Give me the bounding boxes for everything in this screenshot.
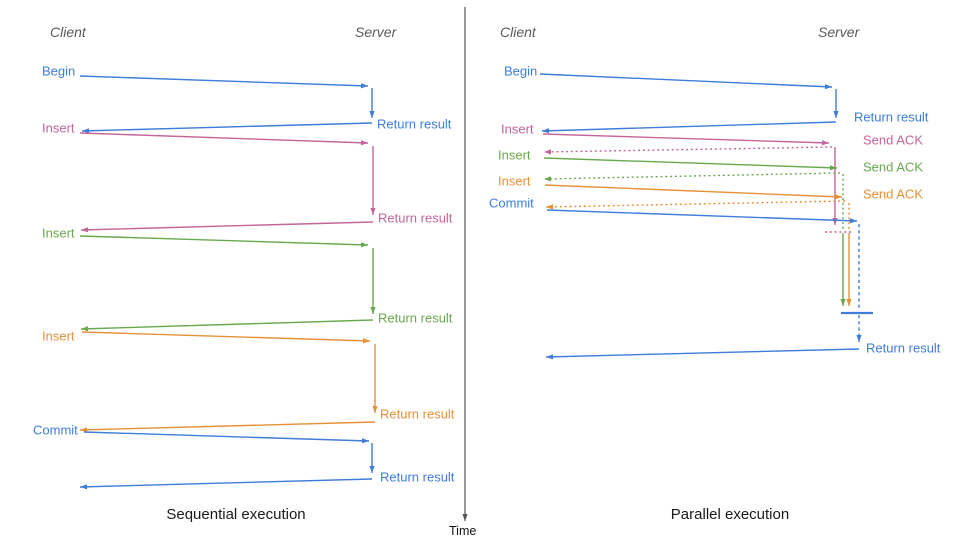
insert-3-label: Insert [42,329,75,344]
time-axis-line-arrowhead [462,514,468,521]
actor-server-label: Server [355,24,398,40]
begin-request-line [79,75,369,87]
commit-label: Commit [489,196,534,211]
begin-return-line-arrowhead [542,128,550,134]
insert1-request-line [542,133,830,144]
insert2-request-line [79,235,369,246]
insert2-ack-line-arrowhead [544,176,552,182]
commit-return-line [79,478,373,488]
insert3-ack-line-arrowhead [546,204,554,210]
begin-return-line [81,122,373,132]
insert-2-label: Insert [42,226,75,241]
panel-time-axis [462,7,468,521]
time-axis-label: Time [449,524,477,538]
return-result-1-label: Return result [854,110,929,125]
return-result-2-label: Return result [378,211,453,226]
commit-request-line [83,431,370,442]
actor-client-label: Client [500,24,537,40]
return-result-5-label: Return result [380,470,455,485]
insert2-return-line [80,319,374,330]
insert3-return-line-arrowhead [80,427,88,433]
insert1-request-line [79,132,369,144]
return-result-3-label: Return result [378,311,453,326]
insert1-process-line-arrowhead [370,208,376,215]
insert-1-label: Insert [42,121,75,136]
insert1-request-line-arrowhead [360,140,368,146]
insert1-return-line-arrowhead [81,227,89,233]
insert2-ack-line [543,172,841,180]
return-result-4-label: Return result [380,407,455,422]
insert3-request-line [544,184,843,198]
insert-1-label: Insert [501,122,534,137]
insert2-return-line-arrowhead [81,326,89,332]
commit-return-line-arrowhead [80,484,88,490]
begin-return-line [541,121,837,132]
insert1-request-line-arrowhead [821,140,829,146]
commit-process-line-arrowhead [856,335,862,342]
insert3-request-line-arrowhead [362,338,370,344]
return-result-2-label: Return result [866,341,941,356]
insert1-process-line-arrowhead [832,218,838,225]
insert1-return-line [80,221,374,231]
insert-3-label: Insert [498,174,531,189]
parallel-execution-title: Parallel execution [670,506,790,523]
begin-label: Begin [42,64,75,79]
commit-return-line-arrowhead [546,354,554,360]
insert3-ack-line [545,200,846,208]
commit-return-line [545,348,860,358]
commit-process-line-arrowhead [369,466,375,473]
begin-request-line-arrowhead [360,83,368,89]
insert3-process-line-arrowhead [372,406,378,413]
begin-process-line-arrowhead [369,111,375,118]
commit-request-line [546,209,858,222]
insert2-request-line-arrowhead [360,242,368,248]
begin-label: Begin [504,64,537,79]
send-ack-3-label: Send ACK [863,187,923,202]
commit-label: Commit [33,423,78,438]
send-ack-1-label: Send ACK [863,133,923,148]
actor-server-label: Server [818,24,861,40]
insert3-process-line-arrowhead [846,299,852,306]
send-ack-2-label: Send ACK [863,160,923,175]
begin-return-line-arrowhead [82,128,90,134]
insert1-ack-line-arrowhead [544,149,552,155]
insert1-ack-line [543,146,833,153]
insert2-process-line-arrowhead [840,299,846,306]
sequential-execution-title: Sequential execution [166,506,306,523]
insert2-request-line-arrowhead [829,165,837,171]
insert2-process-line-arrowhead [370,307,376,314]
return-result-1-label: Return result [377,117,452,132]
insert3-request-line-arrowhead [834,194,842,200]
begin-request-line [539,73,833,88]
insert3-request-line [81,331,371,342]
begin-request-line-arrowhead [824,84,832,90]
insert2-request-line [543,157,838,169]
actor-client-label: Client [50,24,87,40]
insert3-return-line [79,421,376,431]
commit-request-line-arrowhead [361,438,369,444]
insert-2-label: Insert [498,148,531,163]
begin-process-line-arrowhead [833,111,839,118]
commit-request-line-arrowhead [849,218,857,224]
